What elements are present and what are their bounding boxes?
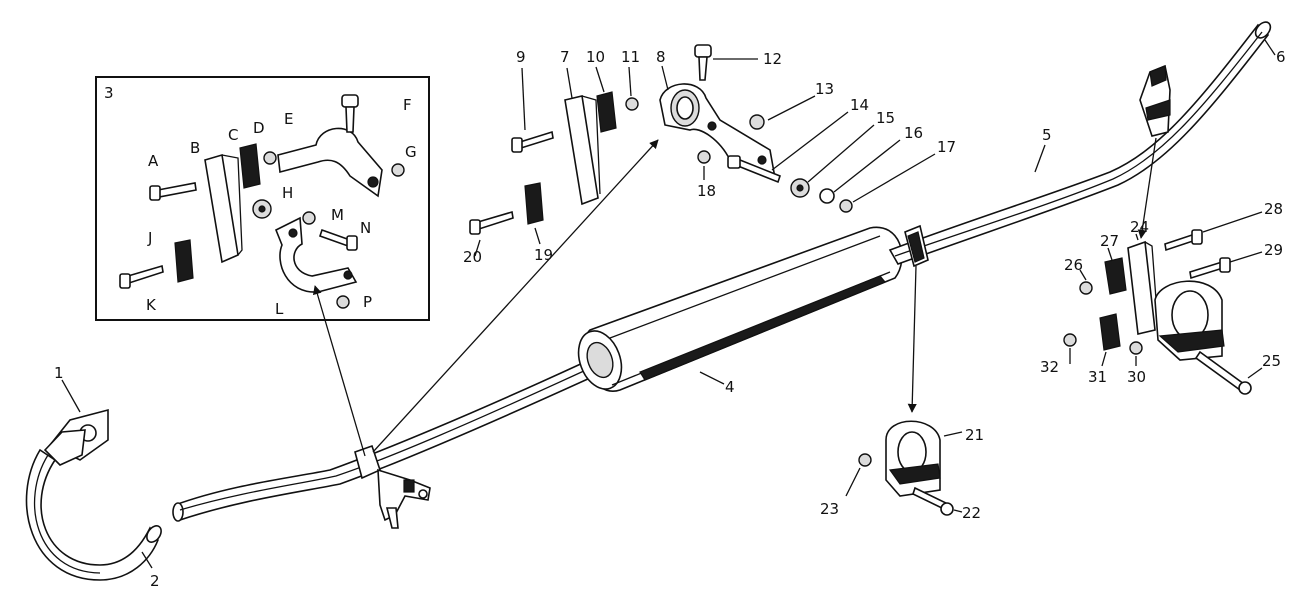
callout-10: 10 — [586, 48, 605, 66]
callout-20: 20 — [463, 248, 482, 266]
inset-strap-e — [277, 127, 383, 198]
callout-31: 31 — [1088, 368, 1107, 386]
callout-18: 18 — [697, 182, 716, 200]
label-j: J — [147, 229, 152, 247]
callout-5: 5 — [1042, 126, 1052, 144]
callout-16: 16 — [904, 124, 923, 142]
inset-nut-g — [391, 163, 405, 177]
callout-22: 22 — [962, 504, 981, 522]
inset-washer-m — [302, 211, 316, 225]
inset-washer-d — [263, 151, 277, 165]
callout-15: 15 — [876, 109, 895, 127]
callout-12: 12 — [763, 50, 782, 68]
callout-14: 14 — [850, 96, 869, 114]
label-a: A — [148, 152, 159, 170]
label-g: G — [405, 143, 417, 161]
rear-mount — [1063, 229, 1252, 395]
top-bracket-assembly — [469, 44, 853, 235]
lower-mount — [858, 420, 954, 516]
front-down-pipe — [25, 448, 162, 581]
callout-21: 21 — [965, 426, 984, 444]
label-d: D — [253, 119, 265, 137]
tail-pipe — [888, 21, 1272, 265]
inset-strap-l — [274, 216, 358, 293]
callout-1: 1 — [54, 364, 64, 382]
callout-27: 27 — [1100, 232, 1119, 250]
label-n: N — [360, 219, 371, 237]
number-callouts: 1 2 4 5 6 7 8 9 10 11 12 13 14 15 16 17 … — [54, 48, 1286, 590]
callout-23: 23 — [820, 500, 839, 518]
inset-block-b — [204, 153, 239, 264]
callout-30: 30 — [1127, 368, 1146, 386]
label-e: E — [284, 110, 293, 128]
silencer — [577, 226, 903, 392]
inset-panel: 3 — [95, 76, 430, 321]
label-b: B — [190, 139, 200, 157]
callout-19: 19 — [534, 246, 553, 264]
callout-9: 9 — [516, 48, 526, 66]
callout-2: 2 — [150, 572, 160, 590]
callout-32: 32 — [1040, 358, 1059, 376]
inset-nut-p — [336, 295, 350, 309]
inset-bolt-k — [119, 264, 164, 289]
rear-tail-clamp — [1139, 64, 1171, 137]
callout-13: 13 — [815, 80, 834, 98]
callout-26: 26 — [1064, 256, 1083, 274]
label-l: L — [275, 300, 284, 318]
inset-bolt-n — [318, 228, 358, 251]
inset-bracket-j — [174, 239, 194, 283]
callout-29: 29 — [1264, 241, 1283, 259]
assembly-arrows — [312, 137, 1157, 457]
callout-24: 24 — [1130, 218, 1149, 236]
callout-17: 17 — [937, 138, 956, 156]
leader-lines — [61, 39, 1276, 569]
callout-11: 11 — [621, 48, 640, 66]
callout-6: 6 — [1276, 48, 1286, 66]
inset-bolt-a — [149, 182, 197, 201]
callout-25: 25 — [1262, 352, 1281, 370]
callout-7: 7 — [560, 48, 570, 66]
callout-28: 28 — [1264, 200, 1283, 218]
label-p: P — [363, 293, 372, 311]
label-m: M — [331, 206, 344, 224]
mid-pipe-clamp — [904, 224, 929, 268]
label-h: H — [282, 184, 293, 202]
label-k: K — [146, 296, 157, 314]
callout-8: 8 — [656, 48, 666, 66]
inset-bracket-c — [239, 143, 261, 189]
inset-number: 3 — [104, 84, 114, 102]
callout-4: 4 — [725, 378, 735, 396]
front-flange — [43, 408, 109, 466]
inset-bolt-f — [341, 94, 359, 133]
label-c: C — [228, 126, 238, 144]
label-f: F — [403, 96, 412, 114]
front-pipe-clamp — [354, 444, 431, 529]
